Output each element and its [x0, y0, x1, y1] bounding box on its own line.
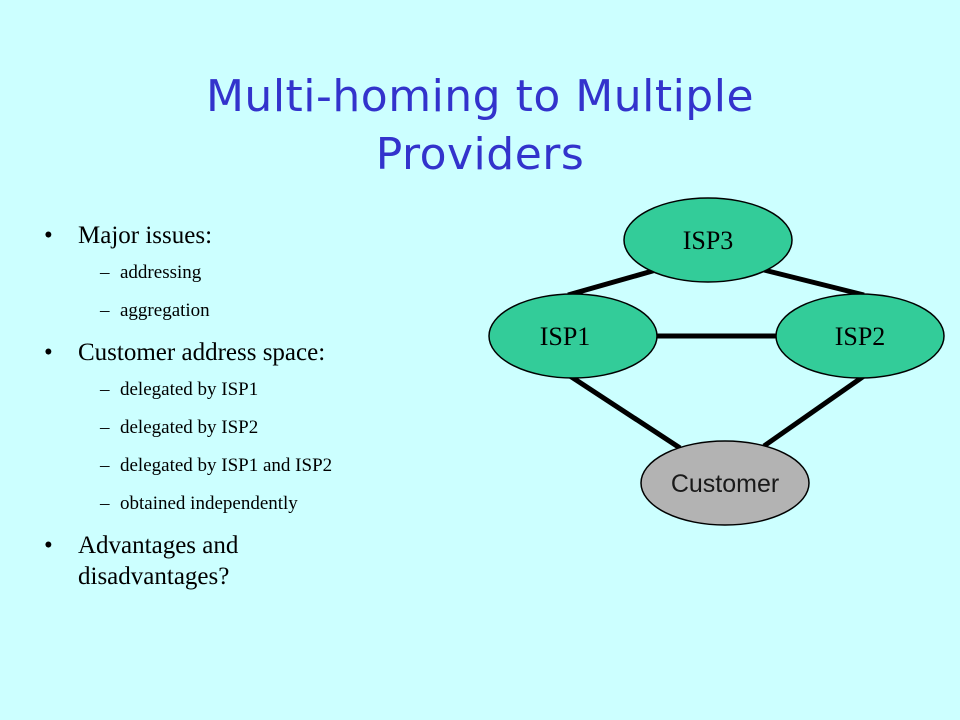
- title-line-2: Providers: [375, 129, 585, 180]
- node-isp1-shape: [488, 293, 658, 379]
- node-isp2: ISP2: [775, 293, 945, 379]
- network-diagram: ISP3 ISP1 ISP2 Customer: [488, 197, 945, 526]
- sub-bullet: delegated by ISP2: [44, 416, 464, 440]
- node-isp2-shape: [775, 293, 945, 379]
- bullet-advantages: Advantages and disadvantages?: [44, 530, 338, 592]
- link-isp3-isp2: [763, 267, 865, 298]
- sub-bullet: delegated by ISP1 and ISP2: [44, 454, 464, 478]
- node-customer: Customer: [640, 440, 810, 526]
- node-customer-shape: [640, 440, 810, 526]
- bullet-list: Major issues: addressing aggregation Cus…: [44, 220, 464, 602]
- sub-bullet: addressing: [44, 261, 464, 285]
- sub-bullet: aggregation: [44, 299, 464, 323]
- sub-bullet: obtained independently: [44, 492, 464, 516]
- node-isp3-label: ISP3: [683, 226, 734, 255]
- link-isp2-customer: [762, 373, 866, 449]
- node-isp1-label: ISP1: [540, 322, 591, 351]
- link-isp1-customer: [568, 373, 682, 451]
- node-isp1: ISP1: [488, 293, 658, 379]
- node-customer-label: Customer: [671, 470, 779, 498]
- node-isp3: ISP3: [623, 197, 793, 283]
- bullet-customer-address-space: Customer address space:: [44, 337, 464, 368]
- node-isp3-shape: [623, 197, 793, 283]
- node-isp2-label: ISP2: [835, 322, 886, 351]
- sub-bullet: delegated by ISP1: [44, 378, 464, 402]
- slide-title: Multi-homing to Multiple Providers: [80, 68, 880, 184]
- bullet-major-issues: Major issues:: [44, 220, 464, 251]
- title-line-1: Multi-homing to Multiple: [205, 71, 755, 122]
- link-isp1-isp3: [567, 267, 657, 298]
